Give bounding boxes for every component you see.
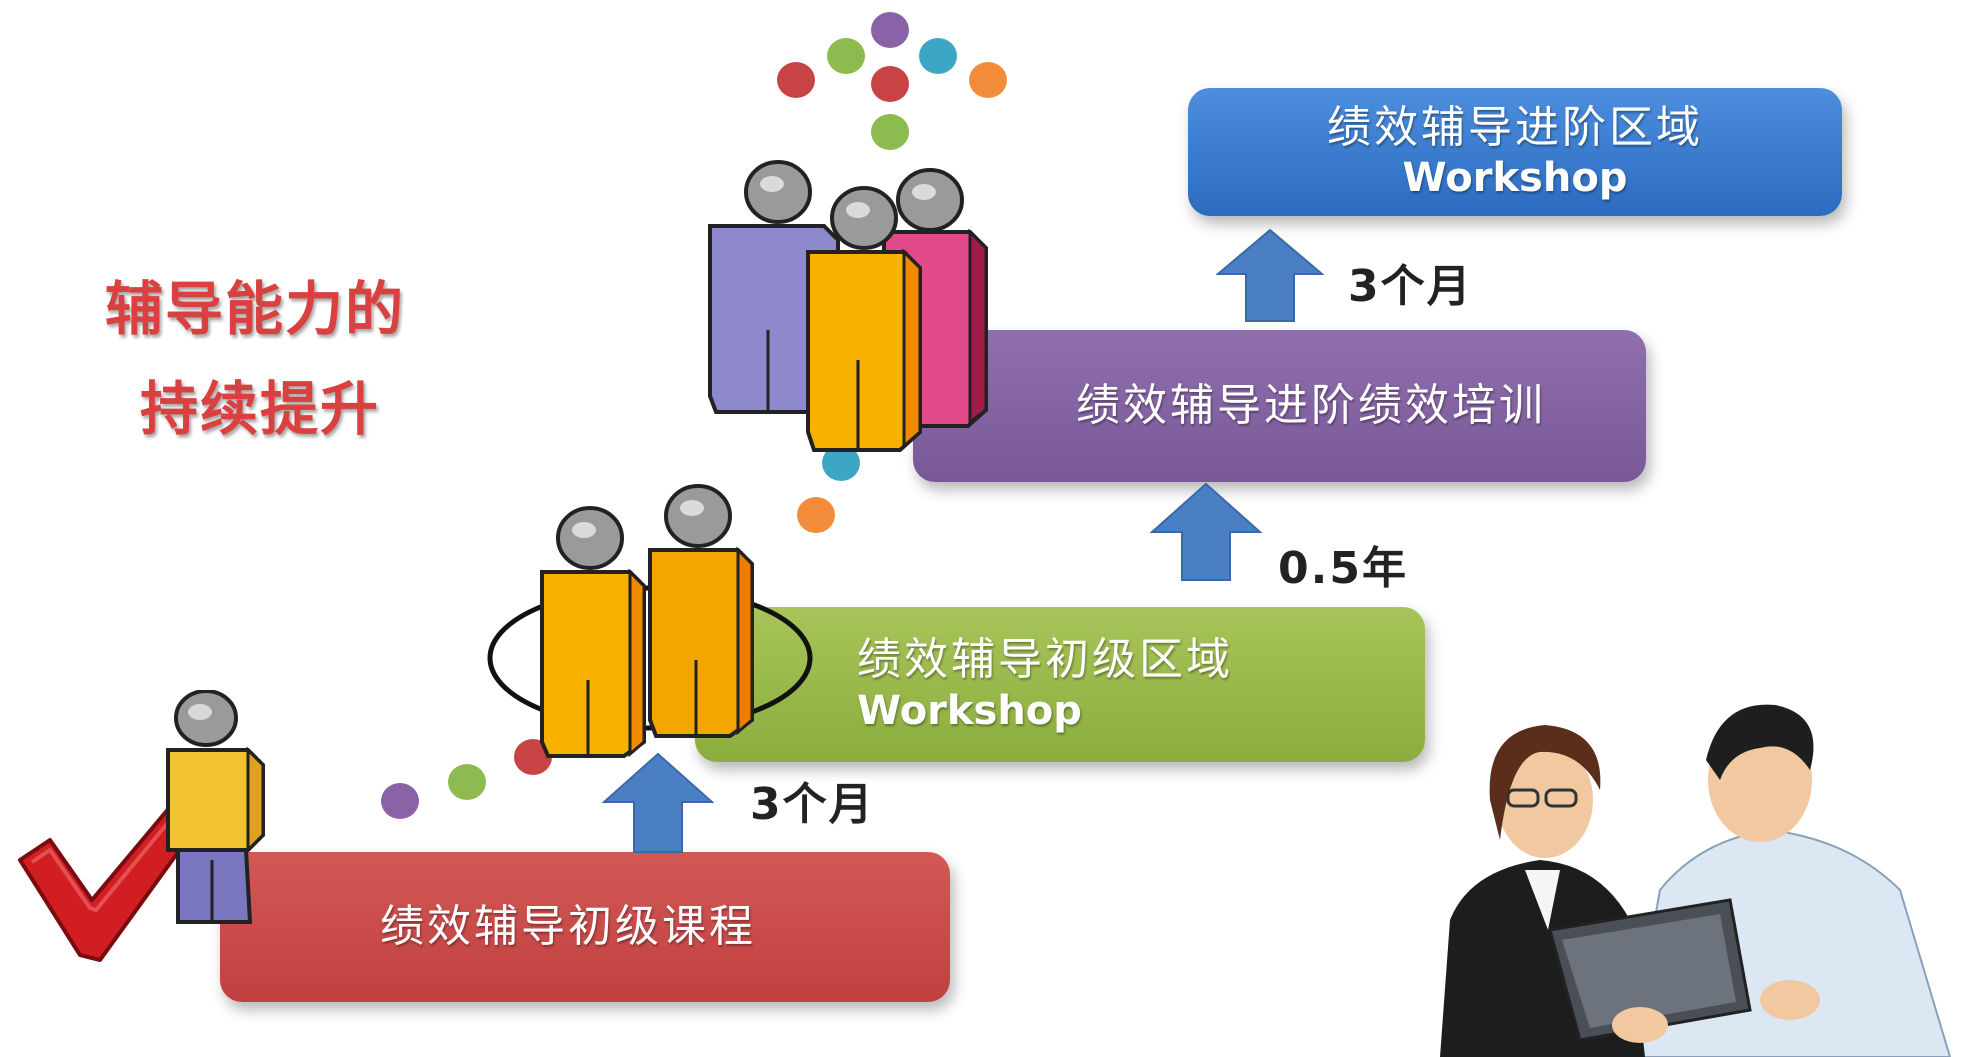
dot [871,66,909,102]
interval-label-2: 0.5年 [1278,543,1408,594]
up-arrow-icon [1216,228,1324,322]
stage-advanced-training-label: 绩效辅导进阶绩效培训 [1076,379,1546,431]
stage-basic-course: 绩效辅导初级课程 [220,852,950,1002]
dot [381,783,419,819]
single-person-icon [166,690,265,924]
three-people-icon [708,160,988,452]
dot [448,764,486,800]
title-line-1: 辅导能力的 [105,275,406,343]
business-people-illustration [1440,704,1952,1057]
interval-label-3: 3个月 [1348,261,1473,312]
stage-advanced-training: 绩效辅导进阶绩效培训 [913,330,1646,482]
stage-basic-workshop-label: 绩效辅导初级区域 [857,634,1233,686]
stage-advanced-workshop-label: 绩效辅导进阶区域 [1327,101,1703,153]
dot [919,38,957,74]
dot [827,38,865,74]
up-arrow-icon [1150,482,1262,581]
stage-basic-workshop: 绩效辅导初级区域 Workshop [695,607,1425,762]
dot [871,12,909,48]
title-line-2: 持续提升 [140,375,381,443]
two-people-icon [487,484,813,758]
stage-basic-course-label: 绩效辅导初级课程 [380,900,756,952]
dot [871,114,909,150]
up-arrow-icon [602,752,714,853]
stage-advanced-workshop-sublabel: Workshop [1402,155,1628,202]
stage-advanced-workshop: 绩效辅导进阶区域 Workshop [1188,88,1842,216]
dot [797,497,835,533]
dot [777,62,815,98]
dot [969,62,1007,98]
stage-basic-workshop-sublabel: Workshop [857,687,1082,734]
interval-label-1: 3个月 [750,779,875,830]
